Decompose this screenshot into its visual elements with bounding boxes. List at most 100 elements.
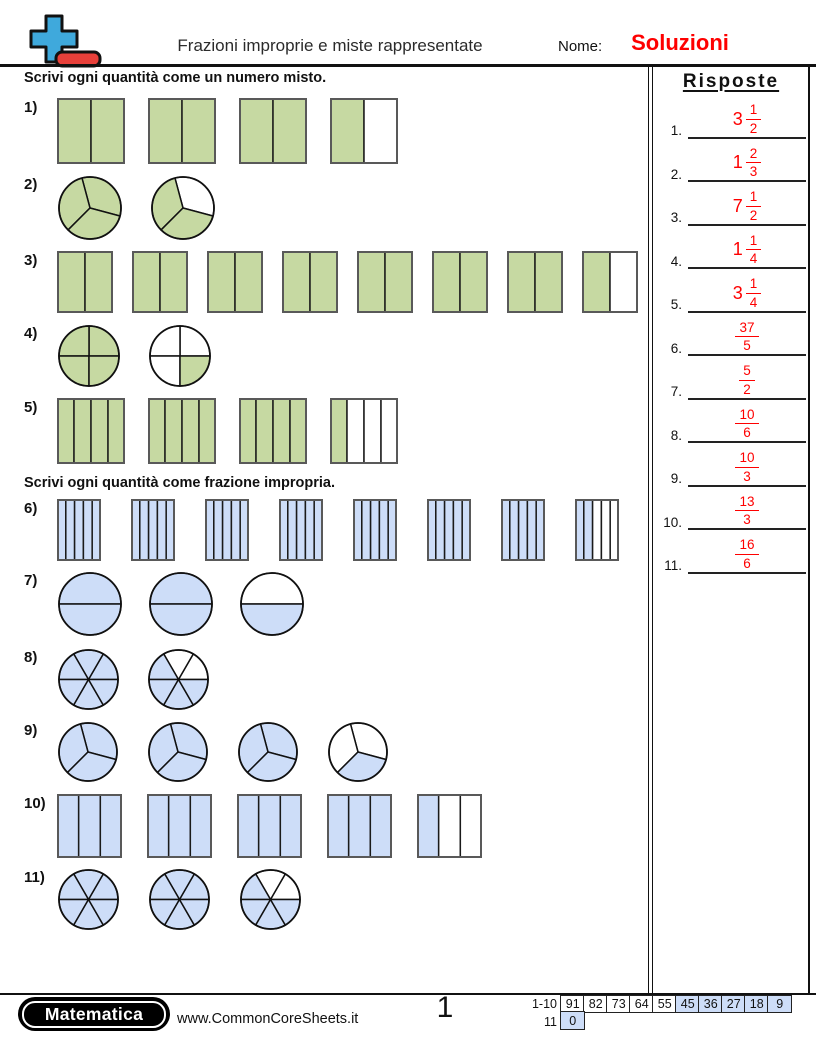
- answer-whole-number: 1: [732, 152, 743, 173]
- fraction-circle-figure: [58, 722, 118, 782]
- fraction-circle-figure: [149, 869, 210, 930]
- fraction-rect-figure: [575, 498, 619, 561]
- answer-number: 3.: [670, 210, 682, 225]
- problem-7: 7): [24, 571, 646, 637]
- fraction-rect-figure: [207, 251, 263, 313]
- brand-label: Matematica: [22, 1000, 166, 1028]
- answer-number: 2.: [670, 166, 682, 182]
- grade-cell: 73: [606, 995, 631, 1013]
- problems-column: Scrivi ogni quantità come un numero mist…: [24, 70, 646, 942]
- answer-number: 7.: [670, 384, 682, 399]
- fraction-numerator: 2: [745, 146, 762, 164]
- solutions-label: Soluzioni: [631, 30, 729, 55]
- fraction-rect-figure: [279, 498, 323, 561]
- fraction-rect-figure: [57, 398, 125, 464]
- grade-cell: 82: [583, 995, 608, 1013]
- fraction-rect-figure: [239, 398, 307, 464]
- figure-group: [57, 793, 482, 858]
- fraction-circle-figure: [238, 722, 298, 782]
- fraction-rect-figure: [148, 98, 216, 164]
- problem-8: 8): [24, 648, 646, 711]
- answers-separator-double-line: [648, 67, 653, 994]
- grading-row-2-cells: 0: [560, 1011, 585, 1031]
- problem-4: 4): [24, 324, 646, 388]
- fraction-denominator: 2: [749, 120, 758, 136]
- grading-row-2: 11 0: [528, 1011, 792, 1031]
- problem-number-label: 7): [24, 572, 38, 589]
- fraction-numerator: 1: [745, 189, 762, 207]
- problem-5: 5): [24, 398, 646, 464]
- fraction-rect-figure: [282, 251, 338, 313]
- answers-right-border: [808, 67, 810, 994]
- fraction-rect-figure: [57, 793, 122, 858]
- fraction-denominator: 6: [743, 425, 751, 441]
- fraction-rect-figure: [205, 498, 249, 561]
- grade-cell: 64: [629, 995, 654, 1013]
- answer-number: 6.: [670, 340, 682, 356]
- grade-cell: 91: [560, 995, 585, 1013]
- fraction-rect-figure: [432, 251, 488, 313]
- fraction-denominator: 4: [749, 294, 758, 310]
- figure-group: [57, 98, 398, 164]
- section-instruction: Scrivi ogni quantità come un numero mist…: [24, 70, 327, 86]
- fraction-rect-figure: [131, 498, 175, 561]
- grade-cell: 36: [698, 995, 723, 1013]
- answer-number: 4.: [670, 253, 682, 269]
- grade-cell: 18: [744, 995, 769, 1013]
- fraction-rect-figure: [237, 793, 302, 858]
- fraction-rect-figure: [148, 398, 216, 464]
- fraction-circle-figure: [151, 175, 215, 240]
- fraction-numerator: 10: [735, 407, 759, 425]
- fraction-numerator: 16: [735, 537, 759, 555]
- fraction-denominator: 2: [743, 381, 751, 397]
- fraction-rect-figure: [501, 498, 545, 561]
- fraction-rect-figure: [239, 98, 307, 164]
- problem-number-label: 4): [24, 324, 38, 342]
- answer-whole-number: 3: [732, 282, 743, 303]
- grade-cell: 27: [721, 995, 746, 1013]
- fraction-denominator: 3: [749, 164, 758, 180]
- website-link[interactable]: www.CommonCoreSheets.it: [177, 1011, 359, 1027]
- problem-number-label: 5): [24, 399, 38, 416]
- fraction-numerator: 1: [745, 276, 762, 294]
- problem-6: 6): [24, 498, 646, 561]
- fraction-circle-figure: [58, 324, 120, 387]
- answer-whole-number: 1: [732, 239, 743, 260]
- grading-row-1-label: 1-10: [531, 997, 557, 1011]
- figure-group: [57, 175, 216, 241]
- problem-number-label: 8): [24, 648, 38, 666]
- problem-number-label: 6): [24, 499, 38, 517]
- figure-group: [57, 571, 305, 637]
- answer-number: 11.: [664, 558, 682, 573]
- problem-3: 3): [24, 251, 646, 313]
- answer-number: 9.: [670, 471, 682, 486]
- answers-title: Risposte: [682, 71, 780, 92]
- fraction-circle-figure: [148, 648, 209, 710]
- fraction-denominator: 3: [743, 512, 751, 528]
- problem-10: 10): [24, 793, 646, 858]
- fraction-rect-figure: [427, 498, 471, 561]
- problem-11: 11): [24, 868, 646, 931]
